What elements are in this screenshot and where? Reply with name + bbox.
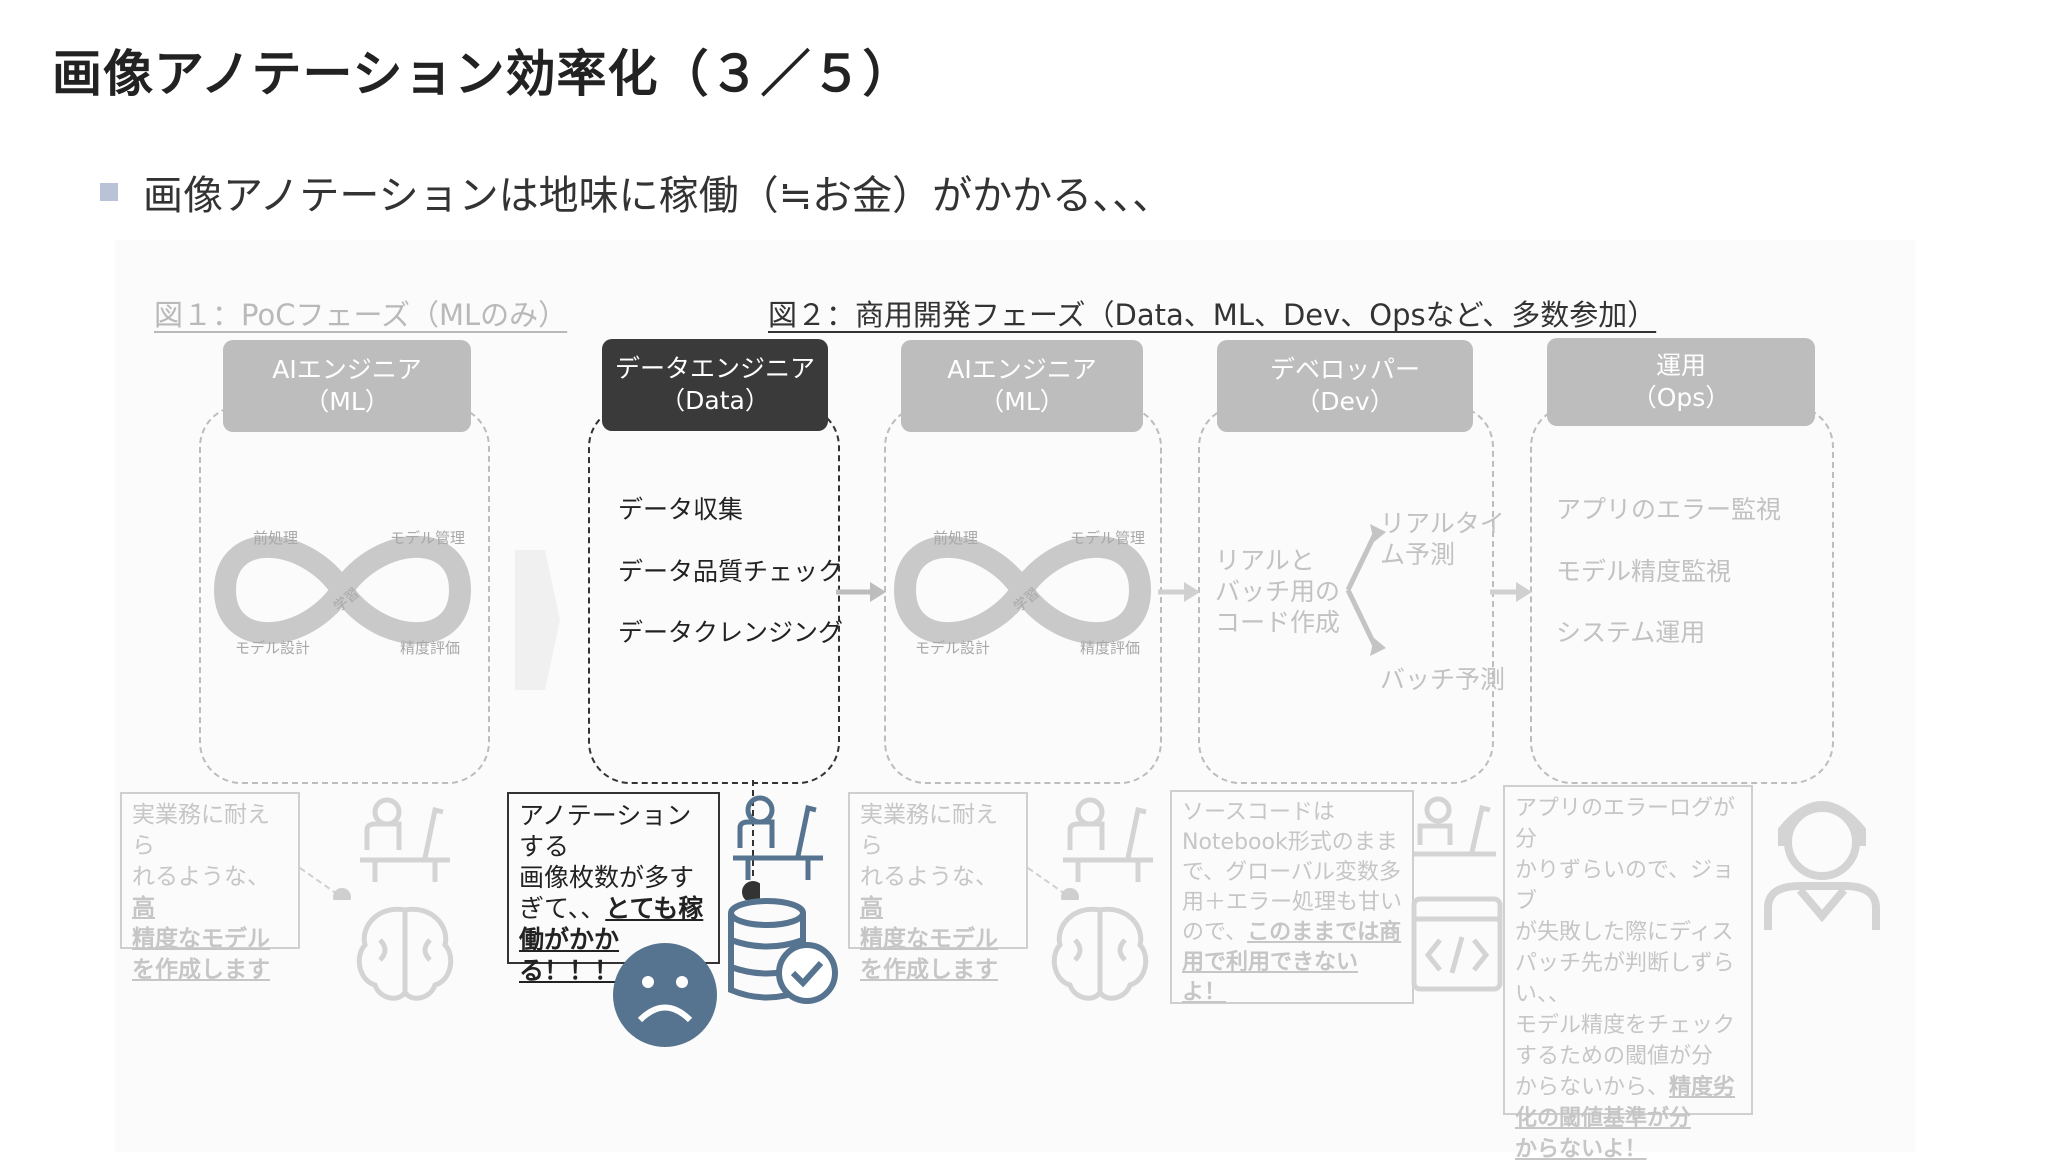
dev-branch-arrows bbox=[1345, 524, 1386, 656]
engineer-at-desk-icon bbox=[1063, 797, 1153, 882]
figure2-caption: 図２：商用開発フェーズ（Data、ML、Dev、Opsなど、多数参加） bbox=[768, 298, 1657, 332]
cycle-label-accuracy-eval: 精度評価 bbox=[1080, 639, 1140, 657]
note-bold-text: とても稼 働がかか る！！！ bbox=[519, 894, 704, 985]
note-ops: アプリのエラーログが分 かりずらいので、ジョブ が失敗した際にディス パッチ先が… bbox=[1503, 785, 1753, 1162]
database-check-icon bbox=[728, 898, 838, 1004]
infinity-cycle-icon: 前処理 モデル管理 学習 モデル設計 精度評価 bbox=[213, 529, 472, 657]
note-ml: 実業務に耐えら れるような、高 精度なモデル を作成します bbox=[848, 792, 1028, 983]
role-ml-poc: AIエンジニア （ML） bbox=[223, 340, 471, 432]
role-subtitle: （Data） bbox=[660, 386, 770, 415]
note-bold-text: このままでは商 用で利用できない よ！ bbox=[1182, 920, 1402, 1005]
note-connector-active bbox=[742, 780, 760, 900]
data-dashed-frame bbox=[588, 405, 840, 784]
flow-arrow-data-to-ml bbox=[836, 582, 886, 602]
role-subtitle: （ML） bbox=[304, 387, 390, 416]
engineer-at-desk-icon bbox=[360, 797, 450, 882]
ops-task-system-operation: システム運用 bbox=[1556, 618, 1706, 647]
note-developer: ソースコードは Notebook形式のまま で、グローバル変数多 用＋エラー処理… bbox=[1170, 790, 1414, 1005]
flow-arrow-ml-to-dev bbox=[1158, 582, 1200, 602]
data-task-collect: データ収集 bbox=[618, 495, 744, 524]
note-bold-text: 精度劣 化の閾値基準が分 からないよ！ bbox=[1515, 1075, 1736, 1162]
role-subtitle: （ML） bbox=[979, 387, 1065, 416]
role-title: デベロッパー bbox=[1269, 355, 1420, 384]
role-data-engineer: データエンジニア （Data） bbox=[602, 339, 828, 431]
dev-realtime-text: リアルタイ ム予測 bbox=[1380, 509, 1505, 569]
note-text: アプリのエラーログが分 かりずらいので、ジョブ が失敗した際にディス パッチ先が… bbox=[1515, 796, 1736, 1100]
note-connector bbox=[1028, 867, 1079, 900]
role-title: データエンジニア bbox=[614, 354, 815, 383]
sad-face-icon bbox=[613, 943, 717, 1047]
cycle-label-model-mgmt: モデル管理 bbox=[390, 529, 465, 547]
dev-source-code-text: リアルと バッチ用の コード作成 bbox=[1215, 546, 1341, 637]
note-bold-text: 高 精度なモデル を作成します bbox=[860, 895, 998, 983]
note-ml-poc: 実業務に耐えら れるような、高 精度なモデル を作成します bbox=[120, 792, 300, 983]
role-title: AIエンジニア bbox=[947, 355, 1097, 384]
phase-transition-arrow bbox=[515, 550, 560, 690]
role-subtitle: （Ops） bbox=[1631, 383, 1731, 412]
operator-headset-icon bbox=[1764, 801, 1880, 930]
role-title: AIエンジニア bbox=[272, 355, 422, 384]
note-text: ソースコードは Notebook形式のまま で、グローバル変数多 用＋エラー処理… bbox=[1182, 800, 1403, 945]
note-bold-text: 高 精度なモデル を作成します bbox=[132, 895, 270, 983]
bullet-marker bbox=[100, 183, 118, 201]
engineer-at-desk-icon bbox=[1414, 796, 1496, 857]
note-text: 実業務に耐えら れるような、 bbox=[860, 802, 998, 890]
note-data-engineer: アノテーションする 画像枚数が多す ぎて、、とても稼 働がかか る！！！ bbox=[507, 792, 720, 985]
note-text: アノテーションする 画像枚数が多す ぎて、、 bbox=[519, 801, 695, 923]
slide-title: 画像アノテーション効率化（３／５） bbox=[52, 45, 914, 103]
brain-icon bbox=[1051, 906, 1149, 1001]
cycle-label-model-design: モデル設計 bbox=[915, 639, 990, 657]
cycle-label-preprocess: 前処理 bbox=[933, 529, 978, 547]
engineer-at-desk-icon bbox=[733, 795, 823, 880]
cycle-label-accuracy-eval: 精度評価 bbox=[400, 639, 460, 657]
brain-icon bbox=[356, 906, 454, 1001]
infinity-cycle-icon: 前処理 モデル管理 学習 モデル設計 精度評価 bbox=[893, 529, 1152, 657]
role-developer: デベロッパー （Dev） bbox=[1217, 340, 1473, 432]
role-ops: 運用 （Ops） bbox=[1547, 338, 1815, 426]
code-window-icon bbox=[1411, 896, 1503, 992]
cycle-label-preprocess: 前処理 bbox=[253, 529, 298, 547]
ops-task-model-accuracy-monitoring: モデル精度監視 bbox=[1556, 557, 1732, 586]
data-task-cleansing: データクレンジング bbox=[618, 618, 844, 647]
cycle-label-model-design: モデル設計 bbox=[235, 639, 310, 657]
figure1-caption: 図１：PoCフェーズ（MLのみ） bbox=[154, 298, 568, 332]
role-subtitle: （Dev） bbox=[1295, 387, 1395, 416]
ops-task-app-error-monitoring: アプリのエラー監視 bbox=[1556, 495, 1782, 524]
role-title: 運用 bbox=[1655, 351, 1706, 380]
data-task-quality-check: データ品質チェック bbox=[618, 557, 844, 586]
dev-batch-text: バッチ予測 bbox=[1380, 665, 1506, 694]
cycle-label-model-mgmt: モデル管理 bbox=[1070, 529, 1145, 547]
flow-arrow-dev-to-ops bbox=[1490, 582, 1532, 602]
note-text: 実業務に耐えら れるような、 bbox=[132, 802, 270, 890]
role-ml-engineer: AIエンジニア （ML） bbox=[901, 340, 1143, 432]
bullet-text: 画像アノテーションは地味に稼働（≒お金）がかかる、、、 bbox=[143, 173, 1173, 219]
note-connector bbox=[300, 867, 351, 900]
ops-dashed-frame bbox=[1530, 405, 1834, 784]
